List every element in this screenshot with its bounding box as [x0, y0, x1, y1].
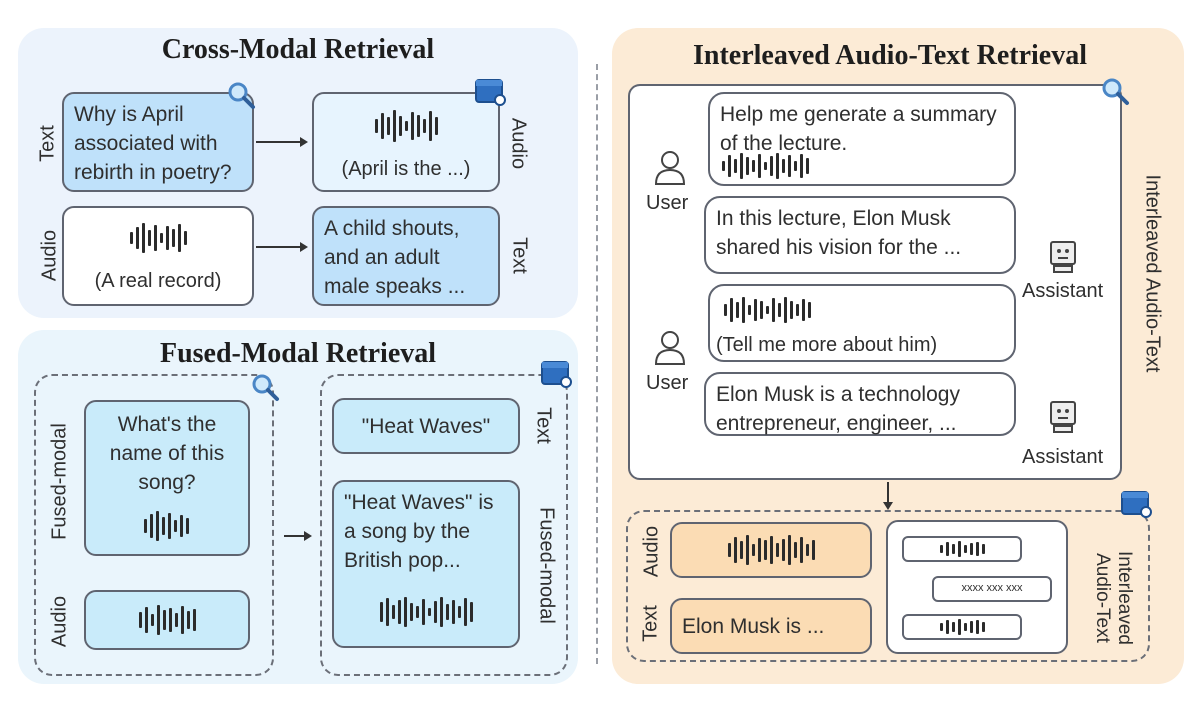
fused-result-group [320, 374, 568, 676]
audio-query-caption: (A real record) [94, 270, 222, 292]
assistant-bubble-1-text: In this lecture, Elon Musk shared his vi… [716, 207, 962, 259]
audio-query-box [62, 206, 254, 306]
user-label: User [646, 192, 689, 214]
fused-query-label: Fused-modal [48, 423, 71, 540]
arrow-right-icon [256, 137, 308, 147]
mini-bubble-2 [932, 576, 1052, 602]
fused-result-long: "Heat Waves" is a song by the British po… [344, 491, 494, 572]
row2-left-label: Audio [38, 229, 61, 282]
fused-result-text-label: Text [532, 407, 555, 444]
user-bubble-1-text: Help me generate a summary of the lectur… [720, 103, 997, 155]
text-query-box: Why is April associated with rebirth in … [62, 92, 254, 192]
audio-result-box [312, 92, 500, 192]
fused-query-box: What's the name of this song? [84, 400, 250, 556]
waveform [724, 296, 884, 324]
result-audio-label: Audio [640, 525, 663, 578]
mini-bubble-2-text: xxxx xxx xxx [961, 582, 1023, 594]
assistant-bubble-2: Elon Musk is a technology entrepreneur, … [704, 372, 1016, 436]
robot-icon [1050, 401, 1076, 433]
database-icon [475, 79, 506, 106]
interleaved-side-label: Interleaved Audio-Text [1141, 174, 1164, 373]
mini-bubble-1 [902, 536, 1022, 562]
assistant-label: Assistant [1022, 446, 1104, 468]
audio-result-caption: (April is the ...) [341, 158, 471, 180]
interleaved-result-group [626, 510, 1150, 662]
cross-modal-title: Cross-Modal Retrieval [161, 34, 435, 65]
search-icon [252, 374, 279, 401]
result-text: Elon Musk is ... [682, 615, 825, 638]
fused-query-group [34, 374, 274, 676]
search-icon [228, 82, 255, 109]
text-result-box: A child shouts, and an adult male speaks… [312, 206, 500, 306]
result-mixed-label: Interleaved Audio-Text [1092, 550, 1135, 645]
waveform [340, 596, 512, 628]
user-icon [654, 151, 686, 185]
user-icon [654, 331, 686, 365]
user-bubble-2 [708, 284, 1016, 362]
text-query: Why is April associated with rebirth in … [74, 103, 232, 184]
result-text-label: Text [639, 605, 662, 642]
fused-query-text: What's the name of this song? [109, 413, 225, 494]
fused-result-short-box: "Heat Waves" [332, 398, 520, 454]
arrow-right-icon [284, 531, 312, 541]
fused-modal-title: Fused-Modal Retrieval [159, 338, 437, 369]
assistant-bubble-2-text: Elon Musk is a technology entrepreneur, … [716, 383, 960, 435]
text-result: A child shouts, and an adult male speaks… [324, 217, 466, 298]
arrow-down-icon [883, 482, 893, 510]
database-icon [1121, 491, 1152, 518]
section-divider [596, 64, 598, 664]
interleaved-title: Interleaved Audio-Text Retrieval [692, 40, 1088, 71]
user-bubble-1: Help me generate a summary of the lectur… [708, 92, 1016, 186]
fused-result-short: "Heat Waves" [361, 415, 491, 438]
waveform [922, 618, 1002, 636]
waveform [338, 108, 474, 144]
search-icon [1102, 78, 1129, 105]
fused-audio-box [84, 590, 250, 650]
result-text-box: Elon Musk is ... [670, 598, 872, 654]
fused-audio-label: Audio [48, 595, 71, 648]
assistant-bubble-1: In this lecture, Elon Musk shared his vi… [704, 196, 1016, 274]
waveform [116, 510, 216, 542]
robot-icon [1050, 241, 1076, 273]
arrow-right-icon [256, 242, 308, 252]
row2-right-label: Text [508, 237, 531, 274]
fused-result-fused-label: Fused-modal [535, 507, 558, 624]
database-icon [541, 361, 572, 388]
user-label: User [646, 372, 689, 394]
fused-result-long-box: "Heat Waves" is a song by the British po… [332, 480, 520, 648]
waveform [98, 220, 218, 256]
waveform [922, 540, 1002, 558]
row1-left-label: Text [36, 125, 59, 162]
row1-right-label: Audio [507, 117, 530, 170]
waveform [722, 152, 882, 180]
waveform [104, 604, 230, 636]
user-bubble-2-text: (Tell me more about him) [716, 334, 938, 356]
assistant-label: Assistant [1022, 280, 1104, 302]
waveform [688, 534, 854, 566]
mini-bubble-3 [902, 614, 1022, 640]
